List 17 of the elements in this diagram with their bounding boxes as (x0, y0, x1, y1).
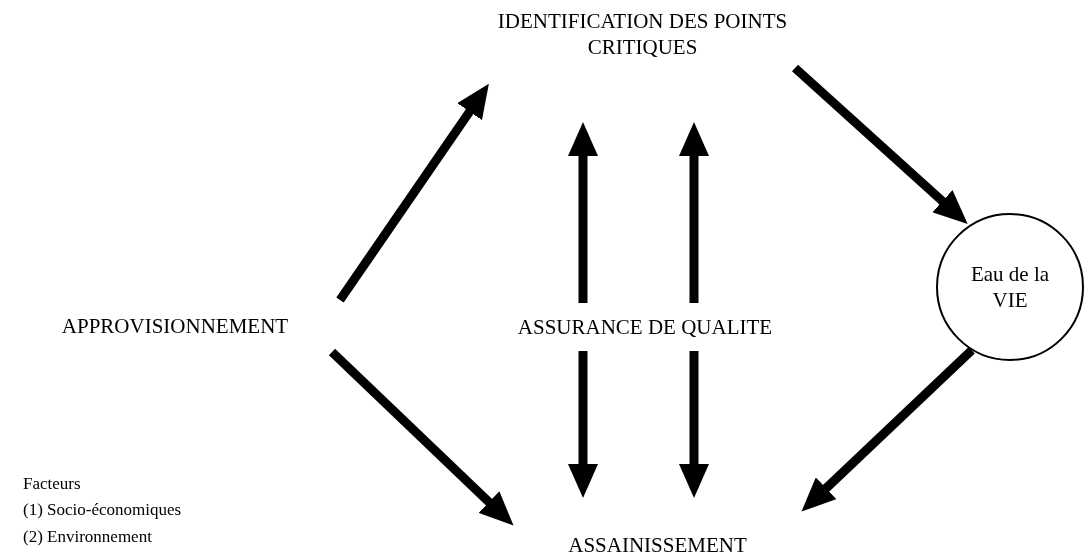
node-label: Eau de la VIE (969, 260, 1051, 314)
note-text: (2) Environnement (23, 527, 152, 547)
arrow (568, 122, 598, 303)
arrow (328, 348, 514, 526)
arrow (801, 347, 975, 512)
arrow (679, 122, 709, 303)
node-text: ASSURANCE DE QUALITE (517, 313, 773, 341)
arrow (336, 83, 489, 303)
node-text: APPROVISIONNEMENT (61, 312, 289, 340)
node-text: IDENTIFICATION DES POINTS CRITIQUES (496, 8, 789, 61)
arrow (568, 351, 598, 498)
arrow (679, 351, 709, 498)
arrow (791, 64, 968, 224)
circle-node (936, 213, 1084, 361)
node-text: ASSAINISSEMENT (568, 531, 747, 558)
note-text: (1) Socio-économiques (23, 500, 182, 520)
note-text: Facteurs (23, 474, 81, 494)
